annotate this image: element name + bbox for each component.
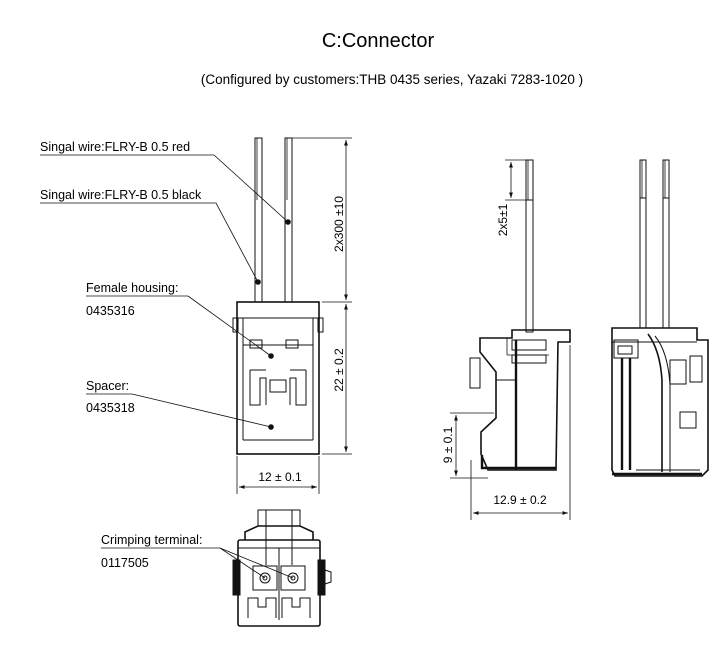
callout-female-housing: Female housing: — [86, 281, 178, 295]
side-width-value: 12.9 ± 0.2 — [493, 493, 547, 507]
callout-crimping-terminal: Crimping terminal: — [101, 533, 202, 547]
female-housing-part-number: 0435316 — [86, 304, 135, 318]
housing-width-value: 12 ± 0.1 — [258, 470, 302, 484]
housing-height-value: 22 ± 0.2 — [332, 348, 346, 392]
dimension-strip-length: 2x5±1 — [496, 159, 526, 236]
wire-length-value: 2x300 ±10 — [332, 196, 346, 252]
crimping-terminal-part-number: 0117505 — [101, 556, 149, 570]
dimension-housing-width: 12 ± 0.1 — [236, 456, 320, 494]
side-view — [469, 159, 571, 471]
dimension-housing-height: 22 ± 0.2 — [322, 304, 352, 455]
spacer-part-number: 0435318 — [86, 401, 135, 415]
strip-length-value: 2x5±1 — [496, 203, 510, 236]
bottom-view — [232, 509, 332, 627]
callout-signal-wire-red: Singal wire:FLRY-B 0.5 red — [40, 140, 190, 154]
page-subtitle: (Configured by customers:THB 0435 series… — [201, 72, 583, 87]
dimension-wire-length: 2x300 ±10 — [292, 137, 352, 303]
latch-height-value: 9 ± 0.1 — [441, 426, 455, 463]
dimension-side-width: 12.9 ± 0.2 — [470, 345, 571, 520]
page-title: C:Connector — [322, 30, 435, 52]
female-housing-front — [232, 301, 324, 455]
rear-view — [611, 159, 709, 477]
front-view — [232, 137, 324, 455]
dimension-latch-height: 9 ± 0.1 — [441, 412, 494, 479]
callout-spacer: Spacer: — [86, 379, 129, 393]
signal-wires-front — [254, 137, 293, 303]
callout-signal-wire-black: Singal wire:FLRY-B 0.5 black — [40, 188, 202, 202]
